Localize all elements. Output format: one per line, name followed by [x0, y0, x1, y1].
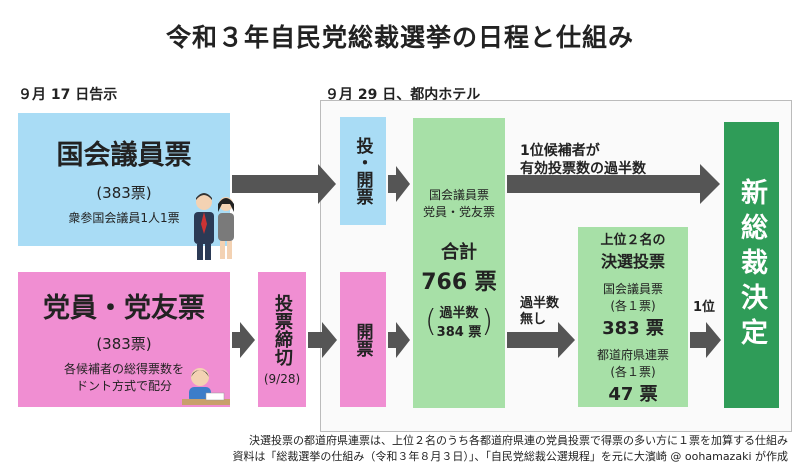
runoff-diet-value: 383 票 [602, 317, 664, 339]
deadline-box: 投票締切 (9/28) [258, 272, 306, 407]
page-title: 令和３年自民党総裁選挙の日程と仕組み [165, 23, 634, 52]
vote-count-box: 投・開票 [340, 117, 386, 225]
runoff-diet-label: 国会議員票 [602, 281, 663, 296]
arrow-vote-to-total [388, 166, 410, 202]
total-box: 国会議員票 党員・党友票 合計 766 票 ( 過半数 384 票 ) [413, 118, 505, 408]
arrow-runoff-to-decision [690, 322, 721, 358]
total-line2: 党員・党友票 [422, 205, 495, 219]
arrow-deadline-to-count [308, 322, 337, 358]
first-place-label: 1位 [693, 300, 716, 315]
footnote-1: 決選投票の都道府県連票は、上位２名のうち各都道府県連の党員投票で得票の多い方に１… [249, 434, 788, 447]
arrow-total-to-runoff [507, 322, 575, 358]
runoff-pref-label: 都道府県連票 [596, 347, 669, 362]
runoff-box: 上位２名の 決選投票 国会議員票 (各１票) 383 票 都道府県連票 (各１票… [578, 227, 688, 407]
deadline-label: 投票締切 [272, 293, 293, 366]
decision-label: 新総裁決定 [736, 177, 767, 353]
diet-votes-count: (383票) [96, 184, 152, 202]
diet-votes-title: 国会議員票 [56, 140, 192, 171]
election-date: ９月 29 日、都内ホテル [325, 87, 481, 103]
count-label: 開票 [352, 322, 373, 357]
diet-members-illustration [194, 193, 234, 260]
runoff-pref-value: 47 票 [608, 383, 658, 405]
member-votes-desc-2: ドント方式で配分 [75, 378, 172, 393]
deadline-date: (9/28) [263, 371, 301, 386]
member-votes-desc-1: 各候補者の総得票数を [63, 361, 184, 376]
vote-count-label: 投・開票 [352, 137, 373, 205]
majority-label: 過半数 [439, 306, 479, 321]
total-sum-value: 766 票 [421, 270, 497, 295]
majority-text-2: 有効投票数の過半数 [520, 161, 646, 177]
runoff-title-2: 決選投票 [600, 251, 665, 271]
majority-text-1: 1位候補者が [520, 143, 600, 159]
decision-box: 新総裁決定 [724, 122, 779, 408]
footnote-2: 資料は「総裁選挙の仕組み（令和３年８月３日）」、「自民党総裁公選規程」を元に大濱… [232, 450, 788, 463]
member-votes-box: 党員・党友票 (383票) 各候補者の総得票数を ドント方式で配分 [18, 272, 230, 407]
runoff-pref-sub: (各１票) [610, 364, 656, 379]
party-member-illustration [182, 368, 230, 405]
member-votes-count: (383票) [96, 334, 152, 353]
election-day-frame [320, 100, 792, 432]
no-majority-1: 過半数 [520, 296, 560, 311]
total-line1: 国会議員票 [428, 188, 489, 202]
arrow-member-to-deadline [232, 322, 255, 358]
arrow-total-to-decision [507, 164, 720, 204]
runoff-title-1: 上位２名の [600, 232, 666, 248]
diet-votes-desc: 衆参国会議員1人1票 [68, 211, 180, 225]
runoff-diet-sub: (各１票) [610, 298, 656, 313]
arrow-diet-to-vote [232, 164, 336, 204]
announcement-date: ９月 17 日告示 [18, 87, 118, 103]
majority-value: 384 票 [436, 325, 482, 340]
arrow-count-to-total [388, 322, 410, 358]
total-sum-label: 合計 [441, 242, 477, 263]
no-majority-2: 無し [520, 312, 547, 327]
member-votes-title: 党員・党友票 [43, 292, 205, 324]
count-box: 開票 [340, 272, 386, 407]
